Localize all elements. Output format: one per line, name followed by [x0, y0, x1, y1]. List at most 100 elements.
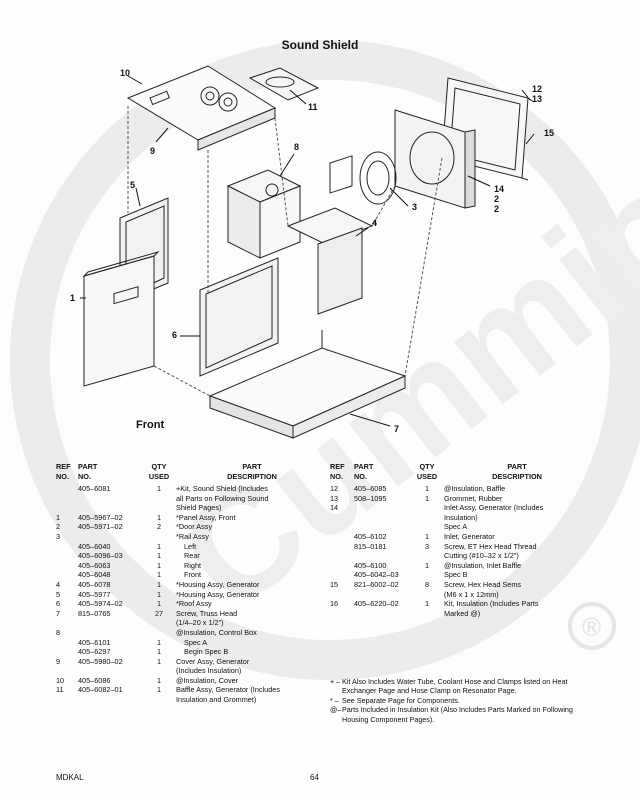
- description-line: Insulation): [444, 512, 478, 522]
- page-title: Sound Shield: [281, 38, 359, 52]
- qty-cell: 2: [156, 522, 162, 532]
- description-cell: @Insulation, Control Box: [176, 628, 328, 638]
- table-row: 8@Insulation, Control Box: [56, 628, 328, 638]
- ref-cell: 13: [330, 493, 339, 503]
- description-cell: *Rail Assy: [176, 532, 328, 542]
- callout-8: 11: [308, 102, 318, 112]
- part-number-cell: 405–6102: [354, 531, 387, 541]
- front-label: Front: [136, 419, 165, 431]
- ref-cell: [56, 551, 78, 561]
- ref-cell: [330, 532, 354, 542]
- description-line: (Includes Insulation): [176, 666, 242, 676]
- part-number-cell: 405–6078: [78, 579, 111, 589]
- part-number-cell: 405–6082–01: [78, 685, 123, 695]
- callout-2-lower: 6: [172, 330, 177, 340]
- description-line: Screw, ET Hex Head Thread: [444, 541, 537, 551]
- footnote: + –Kit Also Includes Water Tube, Coolant…: [330, 677, 590, 696]
- description-cell: *Panel Assy, Front: [176, 513, 328, 523]
- qty-cell: 1: [424, 599, 430, 609]
- part-number-cell: 815–0765: [78, 608, 111, 618]
- part-number-cell: [78, 628, 142, 638]
- description-cell: Grommet, Rubber: [444, 494, 590, 504]
- description-line: Spec A: [184, 637, 208, 647]
- callout-3: 7: [394, 424, 399, 434]
- description-line: Marked @): [444, 608, 481, 618]
- callout-14: 3: [412, 202, 417, 212]
- description-line: Begin Spec B: [184, 647, 229, 657]
- callout-1: 1: [70, 293, 75, 303]
- description-cell: Front: [176, 570, 328, 580]
- callout-2-upper: 5: [130, 180, 135, 190]
- description-line: @Insulation, Baffle: [444, 484, 506, 493]
- part-number-cell: 405–6101: [78, 637, 111, 647]
- callout-5: 8: [294, 142, 299, 152]
- description-line: @Insulation, Inlet Baffle: [444, 560, 522, 570]
- description-line: (M6 x 1 x 12mm): [444, 589, 499, 599]
- footnote-mark: * –: [330, 695, 339, 705]
- description-cell: Screw, Truss Head(1/4–20 x 1/2"): [176, 609, 328, 628]
- ref-cell: 2: [56, 522, 61, 532]
- part-number-cell: 405–5971–02: [78, 522, 123, 532]
- part-number-cell: 815–0181: [354, 541, 387, 551]
- footnote-text: Kit Also Includes Water Tube, Coolant Ho…: [342, 677, 568, 696]
- part-number-cell: 405–5974–02: [78, 599, 123, 609]
- description-line: Cover Assy, Generator: [176, 656, 250, 666]
- ref-cell: [56, 638, 78, 648]
- description-cell: Left: [176, 542, 328, 552]
- part-number-cell: 405–6297: [78, 647, 111, 657]
- watermark-logo: Cummins ®: [10, 40, 640, 680]
- description-cell: Inlet, Generator: [444, 532, 590, 542]
- description-line: Right: [184, 560, 202, 570]
- part-number-cell: 405–5967–02: [78, 512, 123, 522]
- description-line: *Housing Assy, Generator: [176, 589, 260, 599]
- qty-cell: 1: [156, 579, 162, 589]
- qty-cell: [410, 503, 444, 532]
- description-line: Inlet Assy, Generator (Includes: [444, 503, 544, 513]
- qty-cell: 1: [156, 656, 162, 666]
- description-cell: Rear: [176, 551, 328, 561]
- description-cell: *Roof Assy: [176, 599, 328, 609]
- table-row: 3*Rail Assy: [56, 532, 328, 542]
- part-number-cell: 405–6086: [78, 675, 111, 685]
- description-line: @Insulation, Control Box: [176, 627, 257, 637]
- qty-cell: [410, 570, 444, 580]
- qty-cell: 3: [424, 541, 430, 551]
- part-number-cell: 405–6100: [354, 560, 387, 570]
- description-line: *Panel Assy, Front: [176, 512, 236, 522]
- description-line: Front: [184, 570, 202, 580]
- description-cell: Screw, Hex Head Sems(M6 x 1 x 12mm): [444, 580, 590, 599]
- ref-cell: 11: [56, 685, 64, 695]
- footnote-text: Parts Included in Insulation Kit (Also I…: [342, 705, 573, 724]
- description-line: *Housing Assy, Generator: [176, 579, 260, 589]
- generator-housing-4-part: [286, 155, 374, 315]
- ref-cell: [56, 570, 78, 580]
- description-cell: Spec A: [176, 638, 328, 648]
- description-line: @Insulation, Cover: [176, 675, 239, 685]
- callout-12: 2: [494, 194, 499, 204]
- part-number-cell: 405–6040: [78, 541, 111, 551]
- part-number-cell: [354, 503, 410, 532]
- description-line: Grommet, Rubber: [444, 493, 503, 503]
- footnotes: + –Kit Also Includes Water Tube, Coolant…: [330, 677, 590, 724]
- ref-cell: 14: [330, 503, 339, 513]
- callout-6: 9: [150, 146, 155, 156]
- description-cell: @Insulation, Baffle: [444, 484, 590, 494]
- exploded-parts-diagram: 10 9 11 8 12 13 15 14 2 2 3 4 5 1 6 7: [70, 65, 554, 439]
- description-line: +Kit, Sound Shield (Includes: [176, 484, 268, 493]
- qty-cell: 1: [424, 484, 430, 493]
- door-assy-lower-part: [199, 257, 279, 377]
- qty-cell: 1: [156, 675, 162, 685]
